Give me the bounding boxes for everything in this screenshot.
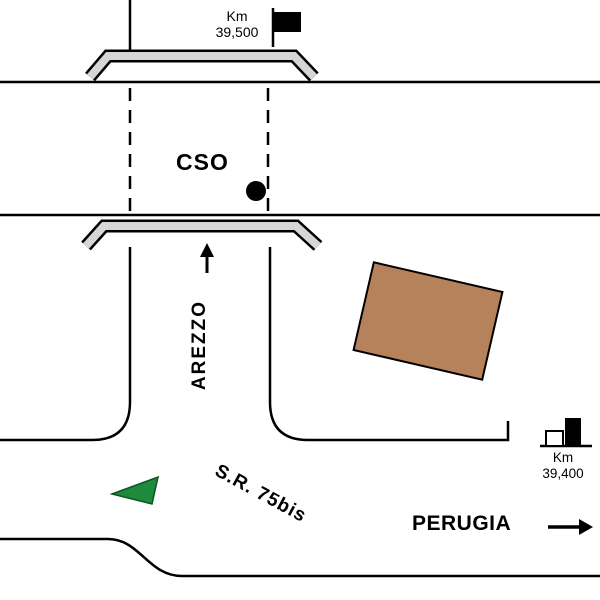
arezzo-direction-arrow-icon bbox=[200, 243, 214, 273]
perugia-direction-arrow-icon bbox=[548, 519, 593, 535]
arrow-head bbox=[579, 519, 593, 535]
km-bottom-unit: Km bbox=[552, 450, 574, 465]
km-top-unit: Km bbox=[226, 8, 248, 24]
km-top-value: 39,500 bbox=[215, 24, 259, 41]
bridge-top-fill bbox=[86, 52, 317, 80]
bridge-bottom-fill bbox=[83, 222, 321, 249]
arrow-head bbox=[200, 243, 214, 257]
junction-left-edge bbox=[0, 247, 132, 442]
km-39500-marker-label: Km 39,500 bbox=[205, 8, 269, 40]
house-tower-block bbox=[565, 418, 581, 446]
green-landmark-icon bbox=[109, 475, 160, 505]
roads bbox=[0, 0, 600, 578]
km-bottom-value: 39,400 bbox=[542, 465, 584, 481]
junction-right-edge bbox=[268, 247, 510, 442]
bridges bbox=[81, 49, 323, 251]
house-low-block bbox=[545, 430, 564, 447]
building-block bbox=[352, 261, 504, 381]
km-39400-marker-label: Km 39,400 bbox=[533, 450, 593, 481]
km-39500-flag-icon bbox=[271, 8, 301, 47]
arezzo-label: AREZZO bbox=[189, 299, 210, 391]
km-39400-house-icon bbox=[540, 418, 592, 448]
perugia-label: PERUGIA bbox=[412, 512, 512, 535]
flag-banner bbox=[274, 12, 301, 32]
sr75bis-lower-edge bbox=[0, 537, 600, 578]
cso-location-dot bbox=[246, 181, 266, 201]
cso-label: CSO bbox=[176, 149, 229, 175]
